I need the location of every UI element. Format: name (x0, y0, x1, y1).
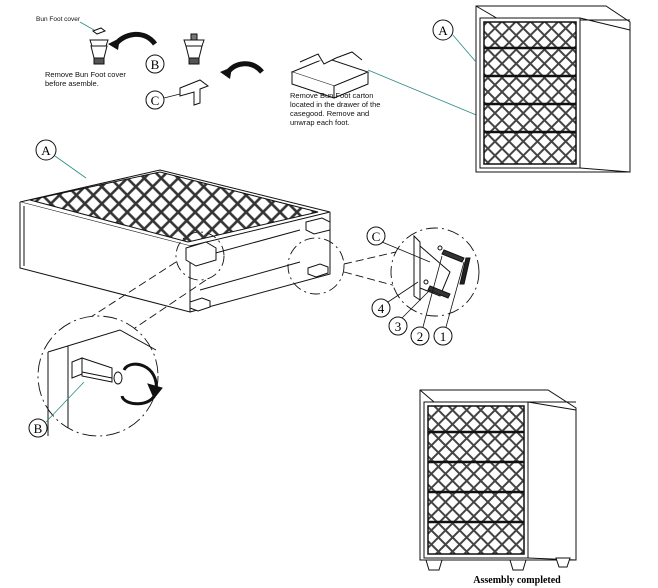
callout-a-left: A (35, 139, 87, 179)
bracket-detail-illustration (413, 234, 471, 301)
svg-text:B: B (34, 421, 43, 436)
callout-2: 2 (410, 255, 443, 346)
detail-circle-foot (175, 231, 225, 281)
bun-foot-carton-icon (290, 51, 370, 99)
callout-1: 1 (433, 261, 465, 346)
detail-circle-bracket (287, 237, 345, 295)
callout-c-top: C (145, 90, 181, 110)
callout-b-detail: B (28, 381, 85, 438)
carton-instruction-2: located in the drawer of the (290, 100, 380, 109)
bun-foot-with-cover-icon (89, 27, 109, 65)
remove-cover-instruction-1: Remove Bun Foot cover (45, 70, 126, 79)
callout-c-detail: C (366, 226, 431, 263)
bun-foot-cover-step: Bun Foot cover Remove Bun Foot cover bef… (36, 16, 205, 88)
callout-b-top: B (145, 54, 165, 74)
remove-cover-instruction-2: before asemble. (45, 79, 99, 88)
carton-instruction-4: unwrap each foot. (290, 118, 350, 127)
assembly-completed-label: Assembly completed (473, 575, 561, 586)
callout-3: 3 (388, 289, 431, 336)
svg-text:4: 4 (378, 301, 385, 316)
carton-instruction-3: casegood. Remove and (290, 109, 369, 118)
chest-on-back-illustration (19, 169, 331, 313)
chest-a-illustration (475, 5, 631, 173)
svg-text:C: C (151, 93, 160, 108)
carton-instruction-1: Remove Bun Foot carton (290, 91, 373, 100)
svg-text:A: A (41, 143, 51, 158)
svg-text:B: B (151, 57, 160, 72)
svg-text:C: C (372, 229, 381, 244)
assembled-chest-illustration (419, 389, 577, 571)
foot-detail-illustration (47, 329, 163, 436)
svg-text:3: 3 (395, 319, 402, 334)
bun-foot-cover-label: Bun Foot cover (36, 16, 81, 23)
svg-text:1: 1 (440, 329, 447, 344)
svg-text:2: 2 (417, 329, 424, 344)
callout-a-top: A (432, 19, 477, 63)
bracket-icon (179, 79, 210, 106)
bun-foot-icon (183, 33, 205, 65)
callout-4: 4 (371, 281, 419, 318)
svg-text:A: A (438, 23, 448, 38)
